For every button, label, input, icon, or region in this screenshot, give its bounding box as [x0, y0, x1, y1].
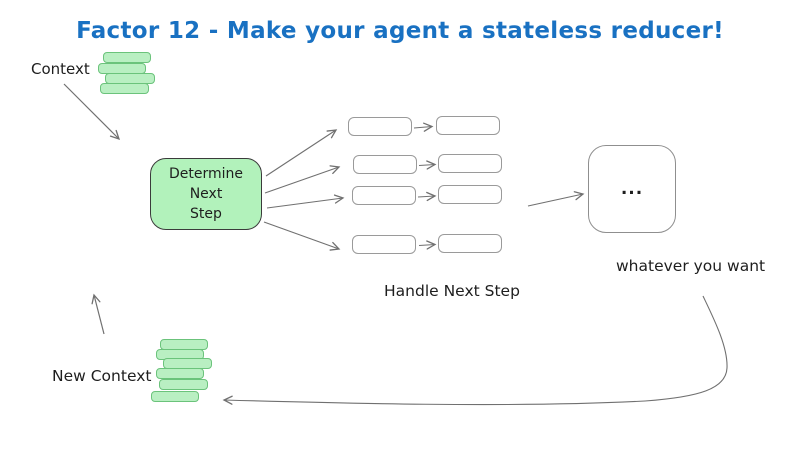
handler-output-box-2: [438, 154, 502, 173]
context-stack-icon: [95, 50, 160, 96]
context-label: Context: [31, 60, 90, 78]
handler-input-box-1: [348, 117, 412, 136]
handle-next-step-label: Handle Next Step: [384, 282, 520, 300]
handler-output-box-3: [438, 185, 502, 204]
pair-arrow-4: [418, 240, 437, 250]
pair-arrow-3: [417, 191, 437, 202]
stack-bar: [151, 391, 199, 402]
handler-output-box-1: [436, 116, 500, 135]
handler-input-box-4: [352, 235, 416, 254]
ellipsis-label: ...: [620, 179, 644, 199]
pair-arrow-2: [418, 160, 437, 170]
fan-arrow-2: [264, 165, 341, 194]
whatever-you-want-label: whatever you want: [616, 257, 766, 275]
new-context-stack-icon: [150, 337, 215, 405]
to-whatever-arrow: [527, 191, 585, 207]
new-context-up-arrow: [91, 293, 105, 335]
stack-bar: [103, 52, 151, 63]
handler-input-box-3: [352, 186, 416, 205]
diagram-title: Factor 12 - Make your agent a stateless …: [76, 18, 724, 44]
determine-next-step-node: Determine Next Step: [150, 158, 262, 230]
stack-bar: [159, 379, 208, 390]
handler-input-box-2: [353, 155, 417, 174]
pair-arrow-1: [413, 122, 434, 132]
stack-bar: [100, 83, 149, 94]
stack-bar: [156, 368, 204, 379]
fan-arrow-3: [266, 194, 345, 209]
fan-arrow-4: [263, 221, 341, 251]
whatever-box: ...: [588, 145, 676, 233]
loop-back-arrow: [222, 295, 728, 406]
handler-output-box-4: [438, 234, 502, 253]
new-context-label: New Context: [52, 367, 152, 385]
fan-arrow-1: [265, 129, 338, 177]
